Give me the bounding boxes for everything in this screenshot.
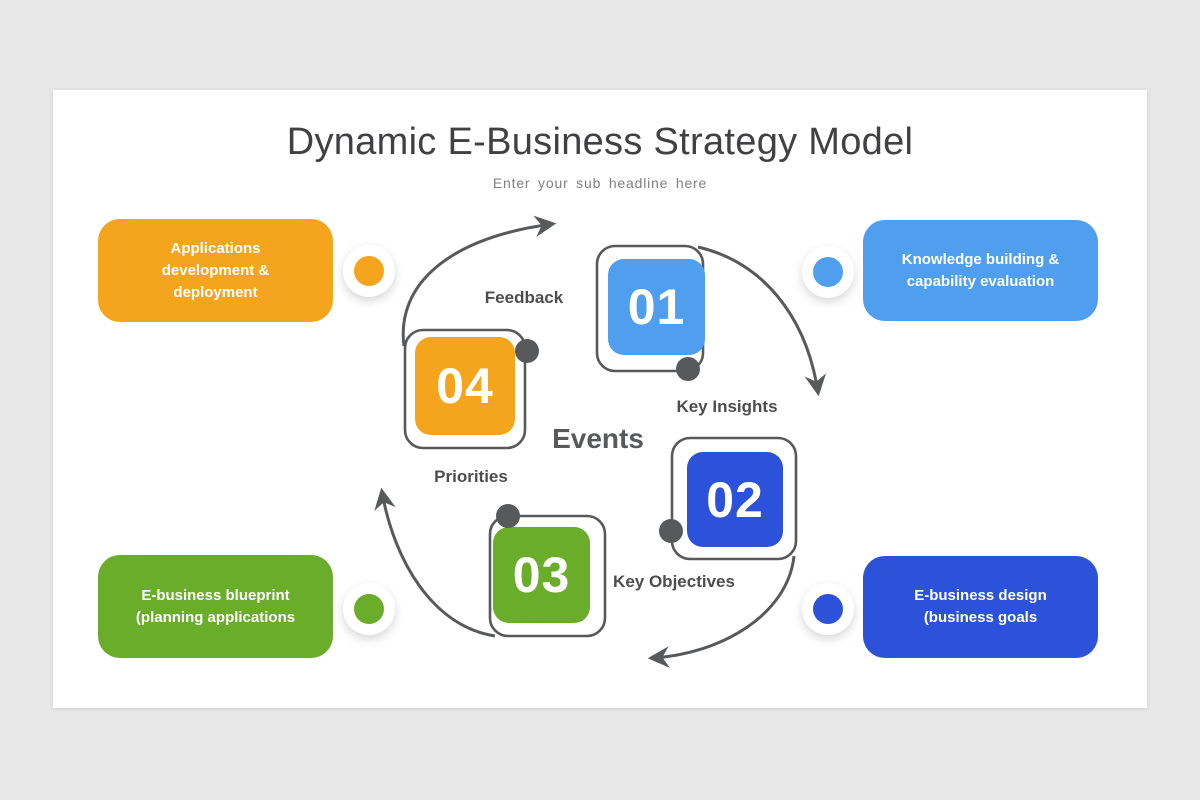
label-key-objectives: Key Objectives bbox=[613, 572, 735, 591]
badge-circle-top-right bbox=[802, 246, 854, 298]
step-box-02: 02 bbox=[687, 452, 783, 547]
step-03-outline bbox=[488, 514, 607, 638]
label-key-insights: Key Insights bbox=[676, 397, 778, 416]
badge-circle-bottom-left bbox=[343, 583, 395, 635]
arrow-feedback bbox=[401, 215, 557, 347]
connector-dot-01 bbox=[676, 357, 700, 381]
step-04-outline bbox=[403, 328, 527, 450]
card-knowledge-building: Knowledge building & capability evaluati… bbox=[863, 220, 1098, 321]
card-ebusiness-blueprint: E-business blueprint (planning applicati… bbox=[98, 555, 333, 658]
label-events: Events bbox=[552, 423, 644, 454]
label-feedback: Feedback bbox=[484, 288, 564, 307]
green-dot-icon bbox=[354, 594, 384, 624]
royal-blue-dot-icon bbox=[813, 594, 843, 624]
badge-circle-top-left bbox=[343, 245, 395, 297]
card-text: E-business design (business goals bbox=[914, 587, 1047, 626]
connector-dot-02 bbox=[659, 519, 683, 543]
step-box-04: 04 bbox=[415, 337, 515, 435]
badge-circle-bottom-right bbox=[802, 583, 854, 635]
card-text: Applications development & deployment bbox=[161, 239, 270, 301]
arrow-key-insights bbox=[697, 245, 827, 397]
label-priorities: Priorities bbox=[434, 467, 508, 486]
step-box-03: 03 bbox=[493, 527, 590, 623]
card-applications-development: Applications development & deployment bbox=[98, 219, 333, 322]
connector-dot-04 bbox=[515, 339, 539, 363]
arrow-key-objectives bbox=[647, 555, 796, 668]
card-text: E-business blueprint (planning applicati… bbox=[135, 586, 296, 626]
card-ebusiness-design: E-business design (business goals bbox=[863, 556, 1098, 658]
step-box-01: 01 bbox=[608, 259, 705, 355]
card-text: Knowledge building & capability evaluati… bbox=[901, 250, 1060, 290]
orange-dot-icon bbox=[354, 256, 384, 286]
arrow-priorities bbox=[374, 487, 496, 638]
connector-dot-03 bbox=[496, 504, 520, 528]
blue-dot-icon bbox=[813, 257, 843, 287]
page-title: Dynamic E-Business Strategy Model bbox=[286, 121, 914, 163]
step-02-outline bbox=[670, 436, 798, 561]
page-subtitle: Enter your sub headline here bbox=[492, 175, 708, 191]
